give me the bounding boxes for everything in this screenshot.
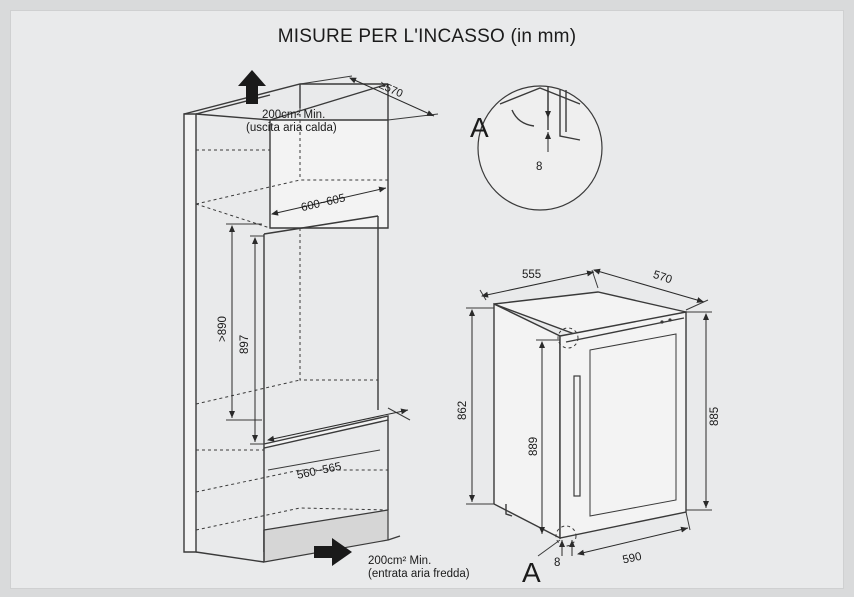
dim-depth-cabinet	[299, 75, 439, 121]
dim-height-outer	[226, 223, 262, 421]
detail-a-gap: 8	[536, 161, 542, 173]
appliance-drawing	[493, 291, 687, 547]
detail-a-leader	[537, 539, 561, 557]
dim-height-inner-label: 897	[239, 335, 251, 354]
dim-depth-door-open	[577, 511, 691, 556]
detail-a-label-bottom: A	[522, 557, 541, 588]
vent-bottom-area: 200cm² Min.	[368, 555, 431, 567]
vent-top-arrow	[238, 70, 266, 104]
dim-depth-door-open-label: 590	[622, 551, 643, 567]
dim-door-height	[536, 339, 560, 534]
dim-gap-bottom-label: 8	[554, 557, 560, 569]
vent-top-note: (uscita aria calda)	[246, 122, 337, 134]
dim-gap-bottom	[559, 540, 575, 556]
dim-depth-cabinet-label: ≥570	[377, 79, 404, 100]
vent-top-area: 200cm² Min.	[262, 109, 325, 121]
dim-appliance-height-total-label: 885	[709, 407, 721, 426]
detail-a-label-top: A	[470, 112, 489, 143]
dim-appliance-width-label: 555	[522, 269, 541, 281]
diagram-title: MISURE PER L'INCASSO (in mm)	[277, 26, 577, 47]
vent-bottom-note: (entrata aria fredda)	[368, 568, 470, 580]
dim-door-height-label: 889	[528, 437, 540, 456]
dim-height-outer-label: >890	[217, 316, 229, 342]
detail-a-circle	[477, 85, 603, 211]
dim-appliance-height-body	[466, 307, 494, 505]
dim-appliance-height-body-label: 862	[457, 401, 469, 420]
dim-width-top	[271, 186, 387, 216]
dim-appliance-depth	[593, 268, 709, 311]
vent-bottom-arrow	[314, 538, 352, 566]
dim-width-bottom	[267, 407, 411, 471]
dim-appliance-height-total	[686, 311, 712, 511]
dim-appliance-depth-label: 570	[651, 269, 673, 286]
dim-height-inner	[250, 235, 264, 445]
